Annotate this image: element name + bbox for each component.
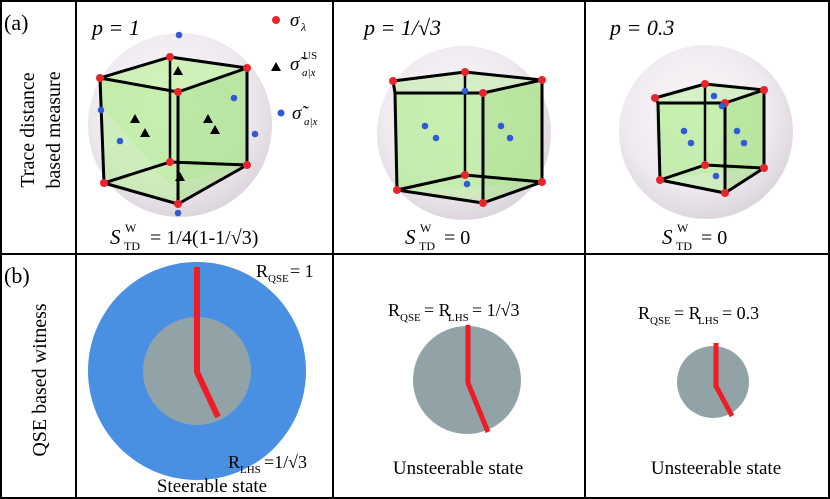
panel-b2: R QSE = R LHS = 1/√3 Unsteerable state: [388, 300, 523, 479]
cube: [653, 82, 766, 195]
row-b-title-text: QSE based witness: [29, 303, 51, 457]
legend-blue-dot: [277, 109, 285, 117]
r-main: R: [228, 452, 240, 472]
r-qse-label: R QSE = 1: [256, 261, 314, 285]
cube: [391, 70, 544, 205]
panel-a-label: (a): [4, 10, 28, 35]
red-vertices: [96, 53, 251, 208]
r-sub-lhs: LHS: [448, 312, 469, 324]
panel-b-label: (b): [4, 263, 30, 288]
r-value: = 0.3: [722, 303, 759, 323]
s-value-a2: S W TD = 0: [405, 221, 470, 253]
r-main: R: [256, 261, 268, 281]
panel-b1: R QSE = 1 R LHS =1/√3 Steerable state: [88, 261, 314, 497]
s-symbol-main: S: [110, 225, 121, 249]
s-value-a3: S W TD = 0: [662, 221, 727, 253]
row-a-title: Trace distance based measure: [17, 71, 65, 188]
r-qse-lhs-label: R QSE = R LHS = 1/√3: [388, 300, 520, 324]
s-symbol-sup: W: [125, 221, 137, 235]
r-eq: = R: [674, 303, 701, 323]
legend-sigma-lambda: σ: [290, 10, 300, 31]
s-value-text: = 1/4(1-1/√3): [150, 227, 258, 249]
row-a-title-line1: Trace distance: [17, 72, 39, 187]
r-value: = 1: [290, 261, 314, 281]
state-caption: Unsteerable state: [651, 458, 781, 479]
panel-a2: p = 1/√3 S W TD = 0: [362, 15, 551, 253]
p-label-a3: p = 0.3: [608, 15, 674, 40]
legend: σ λ σ̃ US a|x σ̃ a|x: [271, 10, 318, 128]
legend-sigma-lambda-sub: λ: [300, 20, 306, 34]
s-symbol-sub: TD: [419, 239, 435, 253]
blue-dots: [421, 87, 514, 188]
state-caption: Unsteerable state: [393, 458, 523, 479]
s-value-a1: S W TD = 1/4(1-1/√3): [110, 221, 258, 253]
row-a-title-line2: based measure: [43, 71, 65, 188]
legend-sigma-us-sup: US: [303, 50, 317, 62]
r-sub-qse: QSE: [400, 312, 421, 324]
legend-triangle: [271, 62, 281, 71]
r-eq: = R: [424, 300, 451, 320]
r-sub: QSE: [268, 273, 289, 285]
red-vertices: [389, 68, 546, 207]
r-sub: LHS: [240, 464, 261, 476]
p-label-a1: p = 1: [90, 15, 140, 40]
row-b-title: QSE based witness: [29, 303, 51, 457]
r-value: = 1/√3: [472, 300, 520, 320]
s-symbol-sub: TD: [124, 239, 140, 253]
black-triangles: [130, 66, 220, 181]
state-caption: Steerable state: [157, 476, 267, 497]
s-symbol-main: S: [405, 225, 416, 249]
r-value: =1/√3: [264, 452, 307, 472]
r-sub-lhs: LHS: [698, 315, 719, 327]
s-symbol-sub: TD: [676, 239, 692, 253]
s-value-text: = 0: [444, 227, 470, 249]
s-value-text: = 0: [701, 227, 727, 249]
legend-sigma-us-sub: a|x: [302, 67, 316, 79]
r-qse-lhs-label: R QSE = R LHS = 0.3: [638, 303, 759, 327]
panel-a1: p = 1 σ λ σ̃ US a|x σ̃ a|x S W TD = 1/4(…: [88, 10, 318, 253]
legend-sigma-ax-sub: a|x: [304, 116, 318, 128]
r-main: R: [388, 300, 400, 320]
panel-b3: R QSE = R LHS = 0.3 Unsteerable state: [638, 303, 781, 479]
blue-dots: [97, 31, 259, 217]
blue-dots: [680, 92, 748, 180]
s-symbol-sup: W: [677, 221, 689, 235]
r-lhs-label: R LHS =1/√3: [228, 452, 307, 476]
clock-hand: [713, 343, 735, 418]
clock-hand: [465, 325, 491, 433]
panel-a3: p = 0.3 S W TD = 0: [608, 15, 793, 253]
legend-red-dot: [272, 16, 280, 24]
s-symbol-main: S: [662, 225, 673, 249]
clock-hand: [194, 267, 221, 419]
p-label-a2: p = 1/√3: [362, 15, 441, 40]
s-symbol-sup: W: [420, 221, 432, 235]
r-main: R: [638, 303, 650, 323]
inner-disk: [677, 346, 749, 418]
r-sub-qse: QSE: [650, 315, 671, 327]
